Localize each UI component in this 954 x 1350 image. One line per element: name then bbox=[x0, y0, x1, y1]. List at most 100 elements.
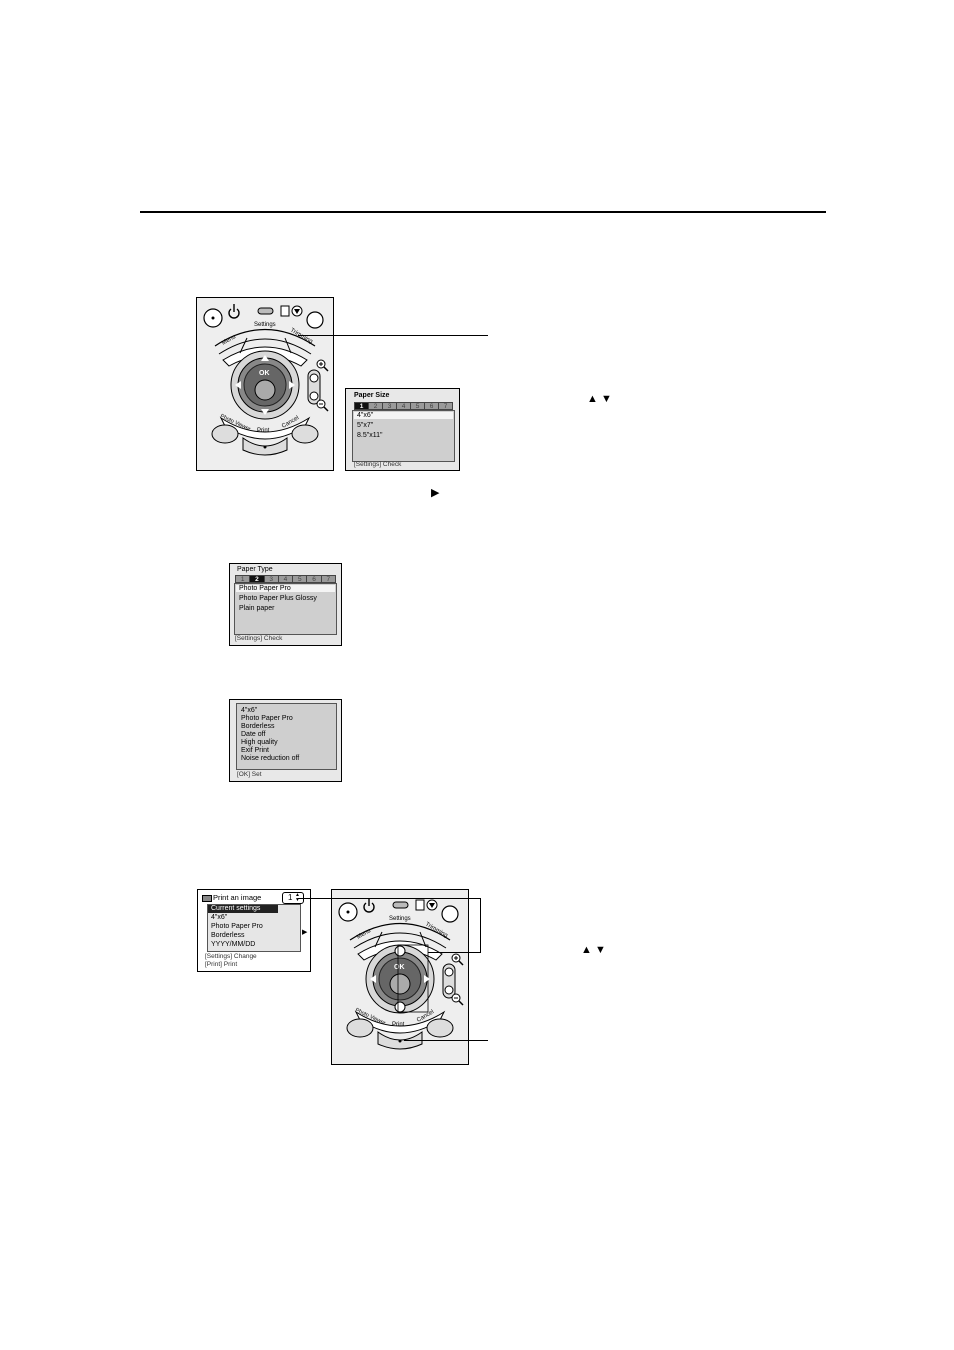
power-icon[interactable] bbox=[228, 304, 240, 319]
footer-print: [Print] Print bbox=[205, 961, 238, 968]
ink-icon bbox=[280, 305, 290, 317]
down-arrow-icon[interactable] bbox=[261, 409, 269, 415]
tab-5: 5 bbox=[293, 576, 308, 583]
ink-icon bbox=[415, 899, 425, 911]
leader-arrows bbox=[428, 952, 481, 953]
leader-print bbox=[404, 1040, 488, 1041]
left-arrow-icon[interactable] bbox=[370, 975, 376, 983]
up-arrow-icon[interactable] bbox=[261, 355, 269, 361]
list-item: Plain paper bbox=[239, 605, 275, 612]
list-item: 8.5"x11" bbox=[357, 432, 383, 439]
tab-7: 7 bbox=[443, 403, 448, 410]
leader-vertical bbox=[480, 898, 481, 952]
screen-title: Print an image bbox=[213, 893, 262, 902]
tab-4: 4 bbox=[397, 403, 411, 410]
status-lamp bbox=[392, 901, 409, 909]
cancel-key[interactable] bbox=[291, 424, 319, 444]
svg-text:OK: OK bbox=[394, 964, 405, 971]
ok-button[interactable] bbox=[389, 973, 411, 995]
status-lamp bbox=[257, 307, 274, 315]
round-button[interactable] bbox=[441, 905, 459, 923]
print-image-screen: Print an image 1 ▲▼ Current settings 4"x… bbox=[197, 889, 311, 972]
list-item: Borderless bbox=[241, 723, 275, 730]
screen-footer: [Settings] Check bbox=[235, 635, 283, 642]
screen-title: Paper Type bbox=[237, 566, 273, 573]
list-item: Date off bbox=[241, 731, 266, 738]
copies-value: 1 bbox=[288, 893, 293, 902]
settings-button[interactable]: Settings bbox=[389, 916, 411, 922]
list-item: 5"x7" bbox=[357, 422, 374, 429]
trimming-button[interactable]: Trimming bbox=[424, 922, 448, 940]
up-down-arrows-icon: ▲ ▼ bbox=[587, 393, 612, 405]
photo-viewer-key[interactable] bbox=[346, 1018, 374, 1038]
up-down-icon: ▲▼ bbox=[295, 892, 300, 903]
list-item: Photo Paper Plus Glossy bbox=[239, 595, 317, 602]
current-settings-header: Current settings bbox=[208, 905, 278, 913]
ok-button[interactable] bbox=[254, 379, 276, 401]
settings-panel: Current settings 4"x6" Photo Paper Pro B… bbox=[207, 904, 301, 952]
list-item: High quality bbox=[241, 739, 278, 746]
power-icon[interactable] bbox=[363, 898, 375, 913]
screen-footer: [OK] Set bbox=[237, 771, 262, 778]
zoom-out-icon[interactable] bbox=[451, 993, 464, 1006]
right-arrow-icon: ▶ bbox=[431, 487, 440, 499]
option-list: Photo Paper Pro Photo Paper Plus Glossy … bbox=[234, 583, 337, 635]
tab-2: 2 bbox=[250, 576, 265, 583]
tab-4: 4 bbox=[279, 576, 294, 583]
list-item: Photo Paper Pro bbox=[211, 923, 263, 930]
scroll-arrow-icon: ▶ bbox=[302, 929, 308, 936]
round-button[interactable] bbox=[306, 311, 324, 329]
panel-drawing-1: Menu Settings Trimming OK Photo Viewer P… bbox=[203, 304, 329, 456]
menu-button[interactable]: Menu bbox=[356, 928, 372, 941]
tab-2: 2 bbox=[369, 403, 383, 410]
list-item: Noise reduction off bbox=[241, 755, 300, 762]
tab-7: 7 bbox=[326, 576, 331, 583]
paper-size-screen: Paper Size 1 2 3 4 5 6 7 4"x6" 5"x7" 8.5… bbox=[345, 388, 460, 471]
tab-bar: 1 2 3 4 5 6 7 bbox=[235, 575, 336, 583]
tab-3: 3 bbox=[383, 403, 397, 410]
tab-1: 1 bbox=[236, 576, 251, 583]
left-arrow-icon[interactable] bbox=[235, 381, 241, 389]
card-icon bbox=[202, 895, 212, 902]
option-list: 4"x6" 5"x7" 8.5"x11" bbox=[352, 410, 455, 462]
up-down-arrows-icon: ▲ ▼ bbox=[581, 944, 606, 956]
list-item: Borderless bbox=[211, 932, 245, 939]
panel-drawing-2: Menu Settings Trimming OK Photo Viewer P… bbox=[338, 898, 464, 1050]
trimming-button[interactable]: Trimming bbox=[289, 328, 313, 346]
footer-change: [Settings] Change bbox=[205, 953, 257, 960]
tab-6: 6 bbox=[425, 403, 439, 410]
down-arrow-highlight[interactable] bbox=[394, 1001, 406, 1013]
top-rule bbox=[140, 211, 826, 213]
right-arrow-icon[interactable] bbox=[424, 975, 430, 983]
menu-button[interactable]: Menu bbox=[221, 334, 237, 347]
zoom-in-icon[interactable] bbox=[451, 953, 464, 966]
print-label: Print bbox=[257, 428, 270, 434]
list-item: 4"x6" bbox=[241, 707, 258, 714]
tab-1: 1 bbox=[355, 403, 369, 410]
list-item: Exif Print bbox=[241, 747, 270, 754]
svg-text:OK: OK bbox=[259, 370, 270, 377]
photo-viewer-key[interactable] bbox=[211, 424, 239, 444]
list-item: Photo Paper Pro bbox=[236, 585, 335, 592]
zoom-in-icon[interactable] bbox=[316, 359, 329, 372]
tab-5: 5 bbox=[411, 403, 425, 410]
leader-line-1 bbox=[298, 335, 488, 336]
up-arrow-highlight[interactable] bbox=[394, 945, 406, 957]
right-arrow-icon[interactable] bbox=[289, 381, 295, 389]
cancel-key[interactable] bbox=[426, 1018, 454, 1038]
operation-panel-2: Menu Settings Trimming OK Photo Viewer P… bbox=[331, 889, 469, 1065]
settings-button[interactable]: Settings bbox=[254, 322, 276, 328]
copies-box[interactable]: 1 ▲▼ bbox=[282, 892, 304, 904]
list-item: YYYY/MM/DD bbox=[211, 941, 256, 948]
settings-list: 4"x6" Photo Paper Pro Borderless Date of… bbox=[236, 703, 337, 770]
confirm-settings-screen: 4"x6" Photo Paper Pro Borderless Date of… bbox=[229, 699, 342, 782]
tab-3: 3 bbox=[265, 576, 279, 583]
list-item: Photo Paper Pro bbox=[241, 715, 293, 722]
tab-6: 6 bbox=[307, 576, 322, 583]
zoom-out-icon[interactable] bbox=[316, 399, 329, 412]
screen-title: Paper Size bbox=[354, 392, 390, 399]
tab-bar: 1 2 3 4 5 6 7 bbox=[354, 402, 453, 410]
list-item: 4"x6" bbox=[354, 412, 453, 419]
paper-type-screen: Paper Type 1 2 3 4 5 6 7 Photo Paper Pro… bbox=[229, 563, 342, 646]
screen-footer: [Settings] Check bbox=[354, 461, 402, 468]
